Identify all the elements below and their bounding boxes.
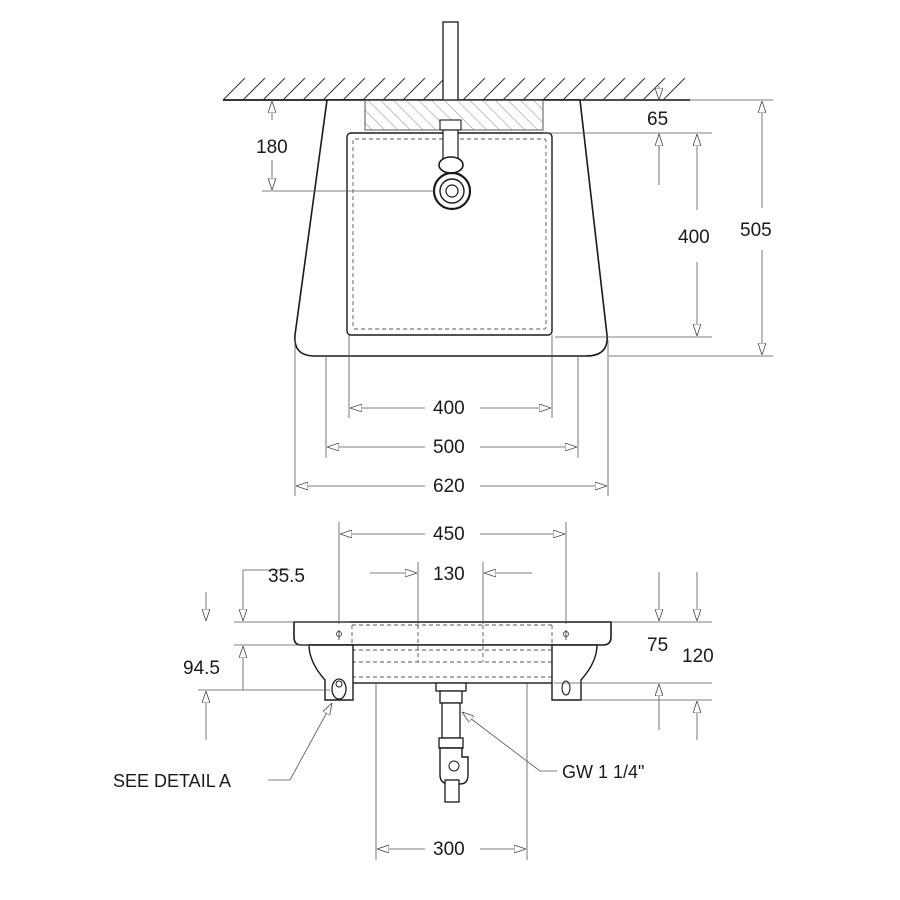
dim-450: 450 — [338, 522, 567, 624]
dim-label-65: 65 — [647, 109, 668, 130]
dim-label-500: 500 — [433, 437, 465, 458]
dim-label-505: 505 — [740, 220, 772, 241]
dim-120: 120 — [581, 572, 714, 740]
dim-label-130: 130 — [433, 564, 465, 585]
right-bracket — [551, 630, 598, 701]
note-gw-thread: GW 1 1/4" — [562, 762, 644, 782]
dim-label-300: 300 — [433, 839, 465, 860]
note-see-detail-a: SEE DETAIL A — [113, 771, 231, 791]
dim-130: 130 — [370, 562, 532, 624]
top-view: 65 400 505 180 — [222, 21, 773, 497]
dim-35-5: 35.5 — [234, 566, 350, 690]
dim-label-400-h: 400 — [433, 398, 465, 419]
dim-300: 300 — [375, 683, 528, 860]
dim-500: 500 — [325, 356, 579, 458]
drain-icon — [432, 171, 472, 211]
dim-400-vertical: 400 — [555, 134, 712, 338]
dim-label-180: 180 — [256, 137, 288, 158]
dim-label-94-5: 94.5 — [183, 658, 220, 679]
left-bracket — [308, 630, 354, 701]
drain-trap-icon — [435, 682, 469, 803]
rim — [293, 621, 612, 646]
front-view: 450 130 35.5 94.5 — [113, 522, 714, 860]
dim-65: 65 — [543, 86, 712, 185]
dim-label-35-5: 35.5 — [268, 566, 305, 587]
dim-505: 505 — [580, 99, 773, 357]
dim-label-120: 120 — [682, 646, 714, 667]
dim-400-horizontal: 400 — [348, 335, 553, 419]
dim-label-400-v: 400 — [678, 227, 710, 248]
tap-icon — [438, 129, 464, 174]
leader-gw: GW 1 1/4" — [462, 712, 644, 782]
dim-94-5: 94.5 — [183, 592, 330, 740]
dim-180: 180 — [256, 100, 434, 192]
dim-620: 620 — [294, 340, 609, 497]
dim-label-75: 75 — [647, 635, 668, 656]
leader-detail-a: SEE DETAIL A — [113, 703, 332, 791]
dim-label-620: 620 — [433, 476, 465, 497]
dim-label-450: 450 — [433, 524, 465, 545]
dim-75: 75 — [554, 572, 712, 730]
